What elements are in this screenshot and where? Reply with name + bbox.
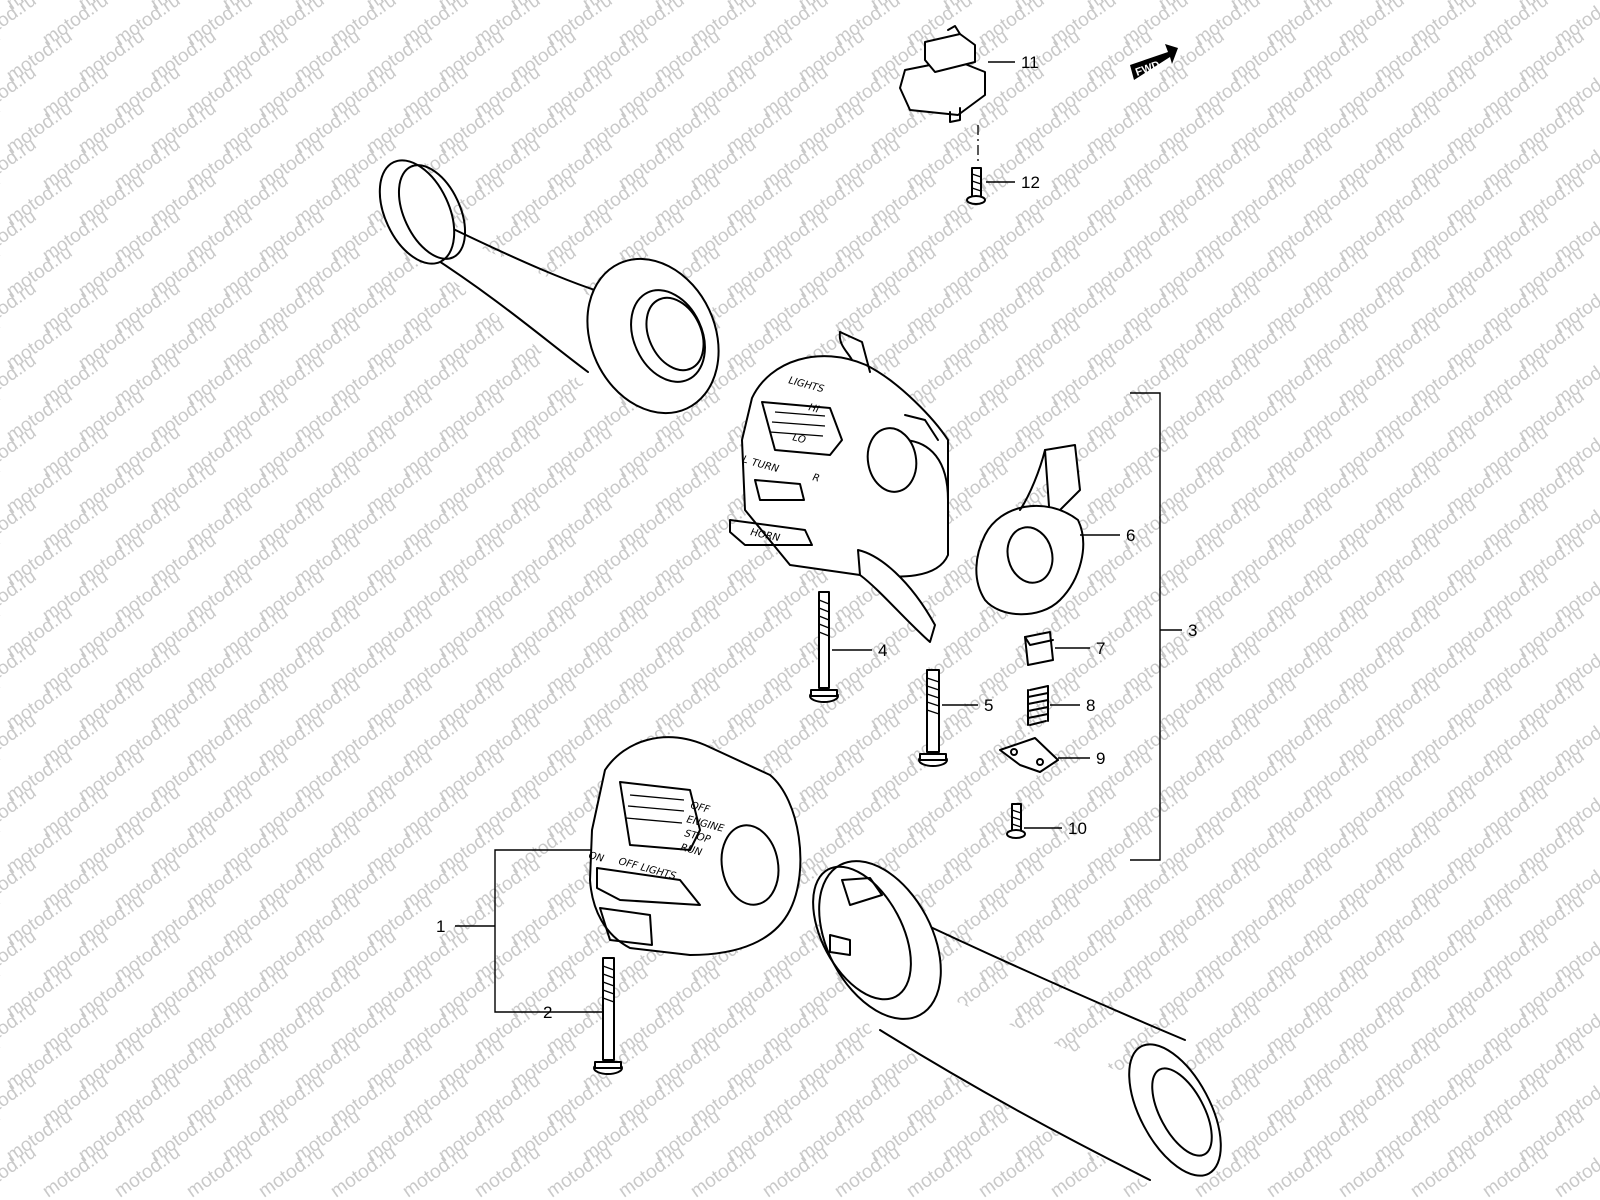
callout-4: 4 — [878, 641, 887, 660]
leader-lines — [455, 61, 1182, 1013]
watermark-text: motod.ru — [0, 1106, 4, 1166]
switch-label-l: L — [741, 454, 749, 466]
watermark-text: motod.ru — [0, 746, 4, 806]
callout-1: 1 — [436, 917, 445, 936]
watermark-text: motod.ru — [0, 962, 4, 1022]
watermark-text: motod.ru — [0, 0, 40, 50]
watermark-text: motod.ru — [0, 242, 4, 302]
throttle-case — [975, 444, 1085, 616]
watermark-text: motod.ru — [0, 386, 4, 446]
switch-label-off: OFF — [689, 800, 711, 816]
spring-8 — [1027, 685, 1049, 726]
cap-7 — [1024, 631, 1054, 666]
screw-10 — [1006, 803, 1026, 839]
switch-11 — [899, 25, 986, 123]
callout-7: 7 — [1096, 639, 1105, 658]
switch-label-r: R — [811, 472, 821, 484]
switch-label-hi: HI — [807, 402, 820, 415]
callout-10: 10 — [1068, 819, 1087, 838]
callout-11: 11 — [1021, 53, 1039, 72]
watermark-text: motod.ru — [0, 1034, 4, 1094]
callout-6: 6 — [1126, 526, 1135, 545]
switch-label-on: ON — [587, 850, 605, 865]
right-switch-housing: OFF ENGINE STOP RUN ON OFF LIGHTS — [587, 736, 802, 956]
callout-12: 12 — [1021, 173, 1040, 192]
callout-3: 3 — [1188, 621, 1197, 640]
watermark-text: motod.ru — [0, 674, 4, 734]
left-switch-housing: LIGHTS HI LO TURN L R HORN — [729, 331, 949, 643]
switch-label-off-lights: OFF — [617, 856, 639, 872]
watermark-text: motod.ru — [0, 458, 4, 518]
plate-9 — [999, 737, 1059, 773]
watermark-text: motod.ru — [0, 818, 4, 878]
fwd-label: FWD — [1134, 59, 1162, 79]
watermark-text: motod.ru — [0, 314, 4, 374]
left-grip — [378, 159, 720, 415]
watermark-text: motod.ru — [1551, 1142, 1600, 1200]
screw-2 — [593, 957, 623, 1075]
callouts: 11 12 6 7 8 9 10 4 5 3 1 2 — [436, 53, 1197, 1022]
watermark-text: motod.ru — [0, 98, 4, 158]
callout-5: 5 — [984, 696, 993, 715]
callout-8: 8 — [1086, 696, 1095, 715]
screw-5 — [918, 669, 948, 767]
watermark-text: motod.ru — [0, 26, 4, 86]
watermark-text: motod.ru — [0, 170, 4, 230]
callout-9: 9 — [1096, 749, 1105, 768]
screw-4 — [809, 591, 839, 703]
watermark-text: motod.ru — [0, 890, 4, 950]
watermark-text: motod.ru — [0, 530, 4, 590]
screw-12 — [966, 167, 986, 205]
callout-2: 2 — [543, 1003, 552, 1022]
watermark-text: motod.ru — [0, 602, 4, 662]
switch-label-lo: LO — [791, 432, 807, 446]
throttle-grip — [812, 860, 1222, 1185]
